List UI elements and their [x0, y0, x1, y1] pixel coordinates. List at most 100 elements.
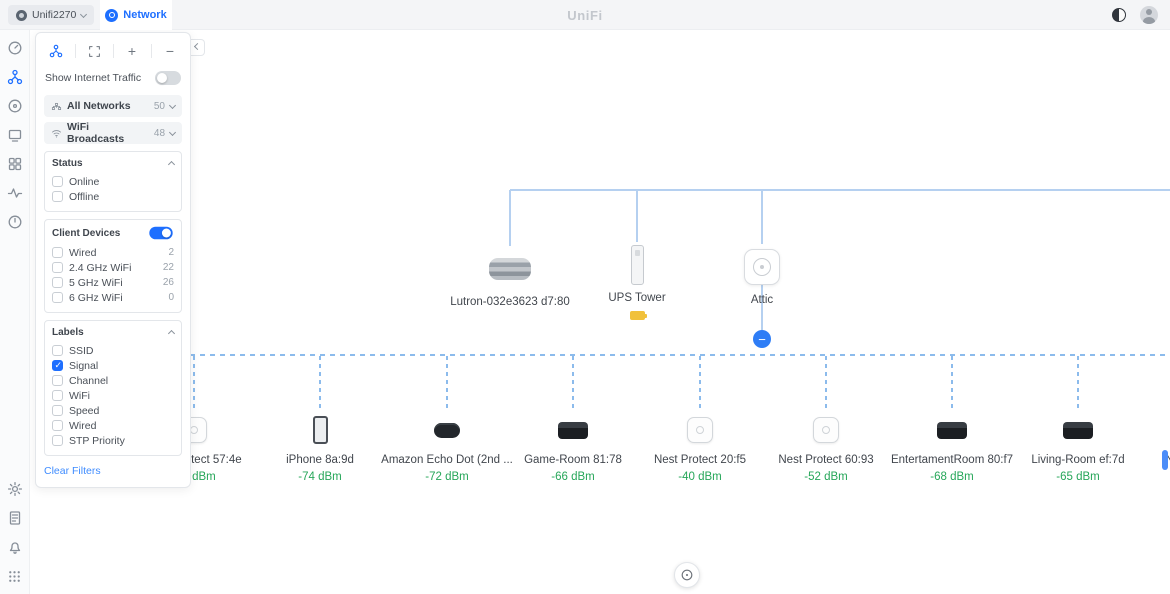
- option-label: Online: [69, 175, 100, 188]
- topology-view-button[interactable]: [47, 42, 65, 60]
- target-icon: [681, 569, 693, 581]
- chevron-up-icon[interactable]: [167, 160, 176, 169]
- client-devices-option[interactable]: Wired 2: [52, 245, 174, 260]
- client-label: Nest Protect 60:93: [778, 454, 874, 466]
- client-label: iPhone 8a:9d: [286, 454, 354, 466]
- checkbox[interactable]: [52, 191, 63, 202]
- show-internet-traffic-toggle[interactable]: [155, 71, 181, 85]
- client-node[interactable]: Nest Protect 60:93 -52 dBm: [741, 356, 911, 483]
- toolbar-divider: [74, 44, 76, 58]
- client-label: Living-Room ef:7d: [1031, 454, 1125, 466]
- infrastructure-node[interactable]: Lutron-032e3623 d7:80: [425, 190, 595, 308]
- notifications-icon[interactable]: [6, 538, 24, 556]
- wifi-broadcasts-count: 48: [153, 127, 166, 139]
- tab-network[interactable]: Network: [100, 0, 172, 30]
- statistics-icon[interactable]: [6, 155, 24, 173]
- chevron-up-icon[interactable]: [167, 329, 176, 338]
- device-icon: [744, 249, 780, 285]
- zoom-out-button[interactable]: −: [165, 43, 175, 59]
- device-label: UPS Tower: [608, 292, 666, 304]
- wireless-link-line: [951, 356, 953, 410]
- wireless-link-line: [1077, 356, 1079, 410]
- client-node[interactable]: iPhone 8a:9d -74 dBm: [235, 356, 405, 483]
- client-devices-option[interactable]: 5 GHz WiFi 26: [52, 275, 174, 290]
- labels-option[interactable]: Signal: [52, 358, 174, 373]
- settings-icon[interactable]: [6, 480, 24, 498]
- unifi-devices-icon[interactable]: [6, 97, 24, 115]
- client-devices-option[interactable]: 2.4 GHz WiFi 22: [52, 260, 174, 275]
- checkbox[interactable]: [52, 405, 63, 416]
- labels-option[interactable]: Speed: [52, 403, 174, 418]
- client-icon: [558, 421, 588, 439]
- console-icon: [16, 9, 27, 21]
- radios-icon[interactable]: [6, 213, 24, 231]
- option-label: 6 GHz WiFi: [69, 291, 123, 304]
- theme-toggle-icon[interactable]: [1112, 8, 1126, 22]
- networks-filter-dropdown[interactable]: All Networks 50: [44, 95, 182, 117]
- recenter-button[interactable]: [674, 562, 700, 588]
- panel-collapse-handle[interactable]: [190, 39, 205, 56]
- labels-option[interactable]: Channel: [52, 373, 174, 388]
- labels-option[interactable]: STP Priority: [52, 433, 174, 448]
- apps-icon[interactable]: [6, 567, 24, 585]
- wifi-broadcasts-dropdown[interactable]: WiFi Broadcasts 48: [44, 121, 182, 145]
- checkbox[interactable]: [52, 420, 63, 431]
- app-sidebar: [0, 30, 30, 594]
- client-icon: [937, 421, 967, 439]
- client-node[interactable]: Amazon Echo Dot (2nd ... -72 dBm: [362, 356, 532, 483]
- zoom-in-button[interactable]: +: [127, 43, 137, 59]
- insights-icon[interactable]: [6, 184, 24, 202]
- clear-filters-link[interactable]: Clear Filters: [44, 465, 101, 477]
- checkbox[interactable]: [52, 176, 63, 187]
- backbone-line: [510, 189, 1170, 191]
- client-node[interactable]: Nest Protect 20:f5 -40 dBm: [615, 356, 785, 483]
- infrastructure-node[interactable]: Attic: [677, 190, 847, 306]
- topology-filter-panel: + − Show Internet Traffic All Networks 5…: [35, 32, 191, 488]
- client-node[interactable]: Game-Room 81:78 -66 dBm: [488, 356, 658, 483]
- fullscreen-button[interactable]: [85, 42, 103, 60]
- client-devices-toggle[interactable]: [149, 226, 173, 240]
- checkbox[interactable]: [52, 247, 63, 258]
- status-option[interactable]: Offline: [52, 189, 174, 204]
- client-node[interactable]: Living-Room ef:7d -65 dBm: [993, 356, 1163, 483]
- topology-icon[interactable]: [6, 68, 24, 86]
- networks-icon: [51, 102, 62, 110]
- collapse-branch-button[interactable]: −: [753, 330, 771, 348]
- uplink-line: [509, 190, 511, 246]
- option-label: Speed: [69, 404, 100, 417]
- labels-section: Labels SSID Signal Channel WiFi Speed: [44, 320, 182, 456]
- dashboard-icon[interactable]: [6, 39, 24, 57]
- labels-option[interactable]: Wired: [52, 418, 174, 433]
- avatar[interactable]: [1140, 6, 1158, 24]
- scrollbar-thumb[interactable]: [1162, 450, 1168, 470]
- system-log-icon[interactable]: [6, 509, 24, 527]
- checkbox[interactable]: [52, 345, 63, 356]
- status-option[interactable]: Online: [52, 174, 174, 189]
- checkbox[interactable]: [52, 277, 63, 288]
- show-internet-traffic-row: Show Internet Traffic: [45, 67, 181, 89]
- option-count: 0: [168, 292, 174, 303]
- toolbar-divider: [112, 44, 114, 58]
- client-node[interactable]: EntertamentRoom 80:f7 -68 dBm: [867, 356, 1037, 483]
- checkbox[interactable]: [52, 435, 63, 446]
- checkbox[interactable]: [52, 292, 63, 303]
- checkbox[interactable]: [52, 262, 63, 273]
- device-icon: [489, 258, 531, 280]
- client-icon: [1063, 421, 1093, 439]
- option-label: WiFi: [69, 389, 90, 402]
- checkbox[interactable]: [52, 360, 63, 371]
- clients-icon[interactable]: [6, 126, 24, 144]
- chevron-down-icon: [168, 128, 177, 136]
- status-section-title: Status: [52, 158, 83, 169]
- labels-option[interactable]: WiFi: [52, 388, 174, 403]
- network-app-icon: [105, 8, 119, 22]
- show-internet-traffic-label: Show Internet Traffic: [45, 72, 142, 84]
- checkbox[interactable]: [52, 390, 63, 401]
- client-devices-title: Client Devices: [52, 227, 121, 239]
- client-devices-option[interactable]: 6 GHz WiFi 0: [52, 290, 174, 305]
- console-selector[interactable]: Unifi2270: [8, 5, 95, 25]
- labels-option[interactable]: SSID: [52, 343, 174, 358]
- infrastructure-node[interactable]: UPS Tower: [552, 190, 722, 320]
- checkbox[interactable]: [52, 375, 63, 386]
